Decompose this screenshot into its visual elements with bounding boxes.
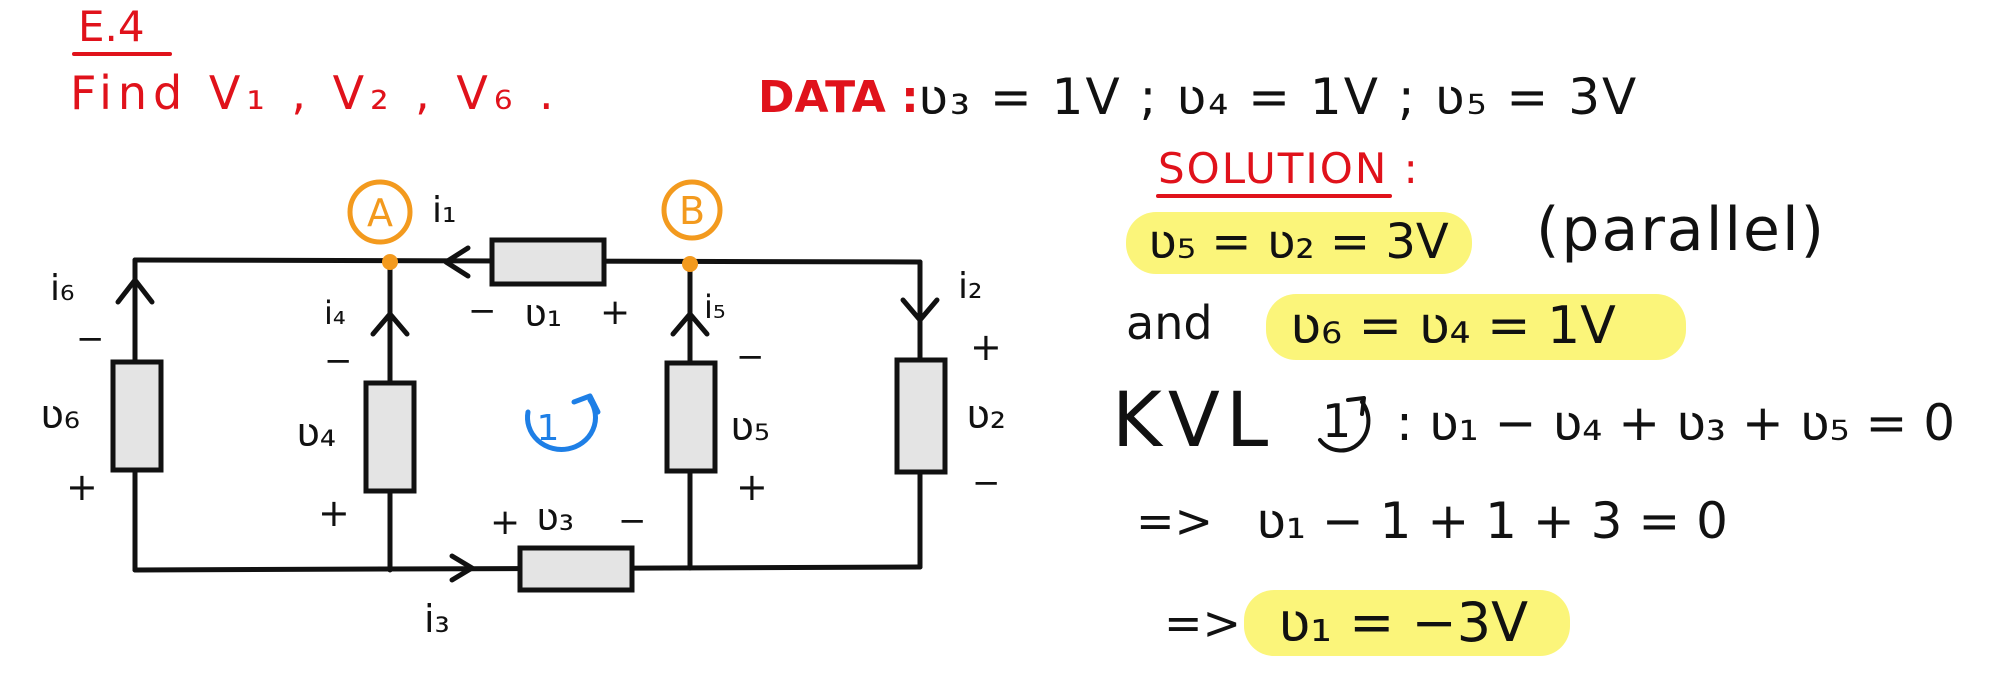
resistor-r3	[517, 545, 635, 593]
resistor-r1	[489, 237, 607, 287]
step2-arrow: =>	[1164, 596, 1242, 650]
solution-and: and	[1126, 296, 1213, 350]
v5-minus: −	[736, 337, 765, 377]
kvl-loop-number: 1	[1322, 394, 1352, 448]
arrow-i5	[670, 311, 710, 337]
solution-title: SOLUTION :	[1158, 144, 1420, 193]
label-i5: i₅	[704, 288, 726, 326]
exercise-number: E.4	[78, 2, 145, 51]
resistor-r6	[110, 359, 164, 473]
node-a-dot	[382, 254, 398, 270]
data-label: DATA :	[758, 72, 919, 123]
kvl-label: KVL	[1112, 375, 1275, 464]
loop-arrow	[525, 397, 598, 452]
solution-line2: ʋ₆ = ʋ₄ = 1V	[1290, 296, 1616, 356]
arrow-i1	[443, 245, 471, 279]
label-i4: i₄	[324, 294, 346, 332]
kvl-loop-arrow	[1318, 396, 1371, 453]
v1-plus: +	[600, 292, 630, 333]
solution-underline	[1156, 194, 1392, 198]
v2-plus: +	[970, 325, 1002, 369]
resistor-r5	[664, 360, 718, 474]
label-v4: ʋ₄	[296, 410, 336, 456]
step1-arrow: =>	[1136, 494, 1214, 548]
v4-minus: −	[324, 341, 353, 381]
v6-plus: +	[66, 465, 98, 509]
resistor-r4	[363, 380, 417, 494]
label-v2: ʋ₂	[966, 392, 1006, 438]
arrow-i4	[370, 311, 410, 337]
exercise-underline	[72, 52, 172, 56]
label-i1: i₁	[432, 190, 456, 231]
label-v6: ʋ₆	[40, 392, 80, 438]
result-equation: ʋ₁ = −3V	[1278, 591, 1529, 654]
highlight-result	[1244, 590, 1570, 656]
node-b-circle	[661, 179, 723, 241]
label-v3: ʋ₃	[536, 495, 574, 539]
v4-plus: +	[318, 491, 350, 535]
node-b-label: B	[679, 189, 705, 233]
kvl-equation: : ʋ₁ − ʋ₄ + ʋ₃ + ʋ₅ = 0	[1396, 394, 1956, 452]
highlight-line2	[1266, 294, 1686, 360]
arrow-i6	[115, 277, 155, 305]
highlight-line1	[1126, 212, 1472, 274]
label-v5: ʋ₅	[730, 404, 770, 450]
circuit-diagram: A B 1 i₁ i₆ i₄ i₅ i₂ i₃ ʋ₁ ʋ₆ ʋ₄ ʋ₅ ʋ₂ ʋ…	[40, 179, 1006, 641]
task-text: Find V₁ , V₂ , V₆ .	[70, 66, 560, 120]
label-i3: i₃	[424, 597, 450, 641]
node-b-dot	[682, 256, 698, 272]
node-a-circle	[347, 179, 413, 245]
label-i6: i₆	[50, 268, 74, 309]
v2-minus: −	[972, 463, 1001, 503]
solution-line1: ʋ₅ = ʋ₂ = 3V	[1148, 214, 1449, 270]
v3-minus: −	[618, 501, 647, 541]
step1-equation: ʋ₁ − 1 + 1 + 3 = 0	[1256, 492, 1728, 550]
v3-plus: +	[490, 502, 520, 543]
v5-plus: +	[736, 465, 768, 509]
arrow-i3	[449, 553, 475, 583]
label-v1: ʋ₁	[524, 291, 562, 335]
node-a-label: A	[367, 191, 393, 235]
solution-note: (parallel)	[1536, 195, 1827, 265]
v1-minus: −	[468, 291, 497, 331]
label-i2: i₂	[958, 266, 982, 307]
arrow-i2	[900, 297, 940, 323]
data-values: ʋ₃ = 1V ; ʋ₄ = 1V ; ʋ₅ = 3V	[918, 68, 1639, 126]
resistor-r2	[894, 357, 948, 475]
loop-arrowhead	[571, 393, 601, 415]
v6-minus: −	[76, 319, 105, 359]
loop-label: 1	[537, 408, 560, 449]
